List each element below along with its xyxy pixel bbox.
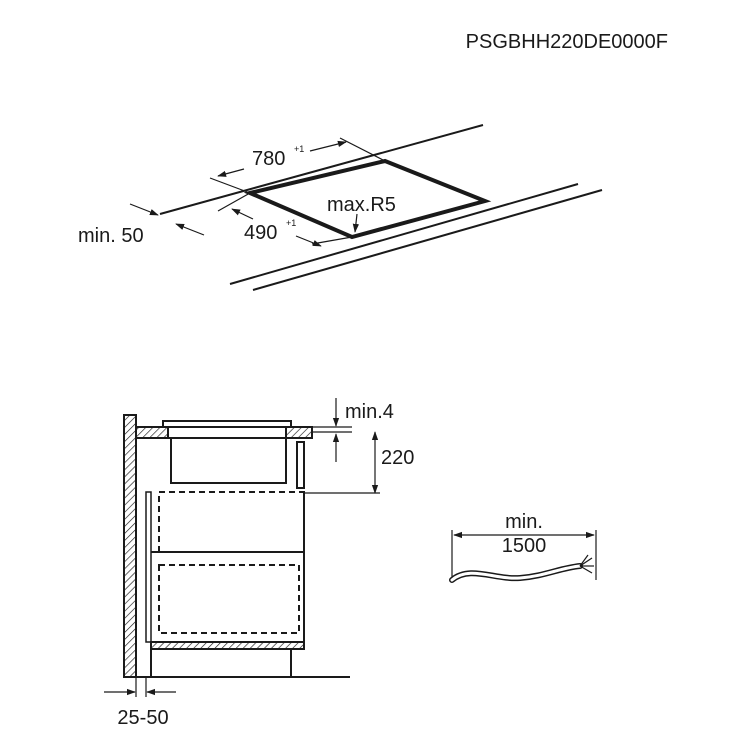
- wall-distance-label: 25-50: [117, 707, 168, 729]
- depth-tolerance: +1: [286, 218, 296, 228]
- countertop-back-edge: [159, 124, 484, 215]
- depth-dimension: 490 +1: [217, 192, 353, 247]
- cable-length-label-2: 1500: [502, 535, 547, 557]
- countertop-front-edge-lower: [252, 189, 603, 291]
- hob-body: [170, 437, 287, 484]
- countertop-top-view: [159, 124, 603, 291]
- cable-length-label-1: min.: [505, 511, 543, 533]
- edge-distance-dimension: min. 50: [78, 203, 205, 247]
- cabinet-bottom-shelf: [150, 641, 305, 650]
- gap-dimension: min.4: [312, 398, 394, 462]
- wall-section: [123, 414, 137, 678]
- upper-drawer: [158, 491, 305, 553]
- width-dimension: 780 +1: [209, 137, 386, 194]
- side-section-view: [123, 414, 350, 678]
- cable-wire: [579, 557, 593, 567]
- edge-distance-label: min. 50: [78, 225, 144, 247]
- width-tolerance: +1: [294, 144, 304, 154]
- height-dimension: 220: [304, 431, 414, 494]
- radius-label: max.R5: [327, 194, 396, 216]
- width-label: 780: [252, 148, 285, 170]
- power-cable: min. 1500: [449, 511, 597, 583]
- plinth: [150, 648, 292, 678]
- cabinet-back-panel: [145, 491, 152, 643]
- front-panel: [296, 441, 305, 489]
- hob-frame: [167, 426, 287, 439]
- model-code: PSGBHH220DE0000F: [466, 31, 668, 53]
- wall-distance-dimension: 25-50: [104, 677, 176, 729]
- countertop-front-edge: [229, 183, 579, 285]
- height-label: 220: [381, 447, 414, 469]
- gap-label: min.4: [345, 401, 394, 423]
- depth-label: 490: [244, 222, 277, 244]
- radius-leader: [352, 213, 360, 233]
- lower-drawer: [158, 564, 300, 634]
- cutout-outline: [243, 158, 492, 240]
